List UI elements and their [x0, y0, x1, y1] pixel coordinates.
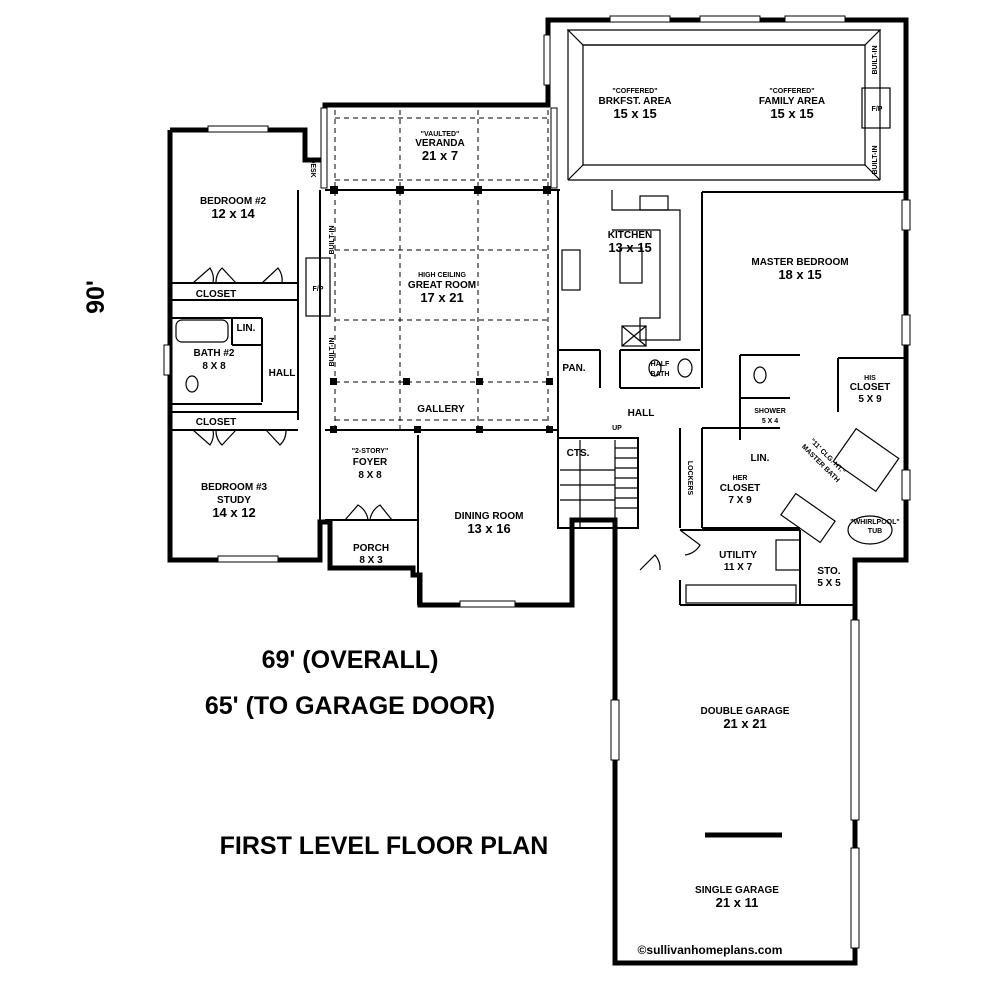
- family-note: "COFFERED": [769, 88, 814, 95]
- fireplace-label-b: F/P: [872, 106, 883, 113]
- doors: [192, 267, 701, 571]
- stairs: [560, 440, 638, 528]
- porch-size: 8 X 3: [359, 555, 383, 566]
- plan-title: FIRST LEVEL FLOOR PLAN: [220, 832, 549, 860]
- storage-size: 5 X 5: [817, 578, 841, 589]
- utility-name: UTILITY: [719, 550, 757, 561]
- dining-room-name: DINING ROOM: [455, 511, 524, 522]
- bedroom3-size: 14 x 12: [212, 505, 255, 520]
- her-closet-name2: CLOSET: [720, 483, 761, 494]
- dining-room-size: 13 x 16: [467, 521, 510, 536]
- single-garage-name: SINGLE GARAGE: [695, 885, 779, 896]
- interior-walls: [170, 189, 906, 838]
- great-room-name: GREAT ROOM: [408, 280, 476, 291]
- builtin-label-b: BUILT-IN: [329, 337, 336, 366]
- bedroom3-name2: STUDY: [217, 495, 251, 506]
- foyer-size: 8 X 8: [358, 470, 382, 481]
- veranda-name: VERANDA: [415, 138, 464, 149]
- porch-name: PORCH: [353, 543, 389, 554]
- foyer-name: FOYER: [353, 457, 388, 468]
- whirlpool-name2: TUB: [868, 528, 882, 535]
- hall-label-b: HALL: [628, 408, 655, 419]
- kitchen-size: 13 x 15: [608, 240, 651, 255]
- double-garage-name: DOUBLE GARAGE: [701, 706, 790, 717]
- stairs-up-label: UP: [612, 425, 622, 432]
- closet-label-b: CLOSET: [196, 417, 237, 428]
- great-room-note: HIGH CEILING: [418, 272, 466, 279]
- whirlpool-name: "WHIRLPOOL": [850, 519, 899, 526]
- veranda-size: 21 x 7: [422, 148, 458, 163]
- hall-label-a: HALL: [269, 368, 296, 379]
- master-bedroom-name: MASTER BEDROOM: [751, 257, 848, 268]
- double-garage-size: 21 x 21: [723, 716, 766, 731]
- linen-label-a: LIN.: [237, 323, 256, 334]
- fireplace-label-a: F/P: [313, 286, 324, 293]
- bath2-name: BATH #2: [194, 348, 235, 359]
- room-labels: "VAULTED" VERANDA 21 x 7 "COFFERED" BRKF…: [194, 88, 900, 910]
- bedroom2-name: BEDROOM #2: [200, 196, 267, 207]
- half-bath-label-2: BATH: [651, 371, 670, 378]
- windows: [163, 15, 911, 949]
- bedroom2-size: 12 x 14: [211, 206, 255, 221]
- her-closet-name: HER: [733, 475, 748, 482]
- linen-label-b: LIN.: [751, 453, 770, 464]
- utility-size: 11 X 7: [724, 562, 753, 573]
- gallery-label: GALLERY: [417, 404, 465, 415]
- columns: [330, 186, 553, 433]
- exterior-walls: [167, 17, 909, 966]
- brkfst-note: "COFFERED": [612, 88, 657, 95]
- bath2-size: 8 X 8: [202, 361, 226, 372]
- closet-label-a: CLOSET: [196, 289, 237, 300]
- great-room-size: 17 x 21: [420, 290, 463, 305]
- single-garage-size: 21 x 11: [716, 895, 759, 910]
- veranda-note: "VAULTED": [421, 131, 460, 138]
- her-closet-size: 7 X 9: [728, 495, 752, 506]
- minor-labels: CLOSET CLOSET LIN. HALL GALLERY PAN. HAL…: [196, 45, 883, 495]
- cabinets-label: CTS.: [567, 448, 590, 459]
- kitchen-name: KITCHEN: [608, 230, 652, 241]
- overall-width-text: 69' (OVERALL): [262, 646, 439, 674]
- bedroom3-name: BEDROOM #3: [201, 482, 268, 493]
- storage-name: STO.: [817, 566, 840, 577]
- copyright-text: ©sullivanhomeplans.com: [638, 943, 783, 957]
- builtin-label-c: BUILT-IN: [872, 45, 879, 74]
- desk-label: DESK: [309, 158, 316, 177]
- pantry-label: PAN.: [562, 363, 585, 374]
- brkfst-name: BRKFST. AREA: [599, 96, 672, 107]
- his-closet-size: 5 X 9: [858, 394, 882, 405]
- brkfst-size: 15 x 15: [613, 106, 656, 121]
- foyer-note: "2-STORY": [352, 448, 389, 455]
- family-size: 15 x 15: [770, 106, 813, 121]
- master-bedroom-size: 18 x 15: [778, 267, 821, 282]
- his-closet-name: HIS: [864, 375, 876, 382]
- fixtures: [175, 87, 900, 604]
- builtin-label-d: BUILT-IN: [872, 145, 879, 174]
- his-closet-name2: CLOSET: [850, 382, 891, 393]
- depth-text: 90': [82, 280, 110, 314]
- shower-name: SHOWER: [754, 408, 786, 415]
- coffered-ceiling: [566, 29, 882, 181]
- family-name: FAMILY AREA: [759, 96, 825, 107]
- half-bath-label-1: HALF: [651, 361, 670, 368]
- builtin-label-a: BUILT-IN: [329, 225, 336, 254]
- lockers-label: LOCKERS: [686, 461, 693, 496]
- shower-size: 5 X 4: [762, 418, 778, 425]
- garage-width-text: 65' (TO GARAGE DOOR): [205, 692, 495, 720]
